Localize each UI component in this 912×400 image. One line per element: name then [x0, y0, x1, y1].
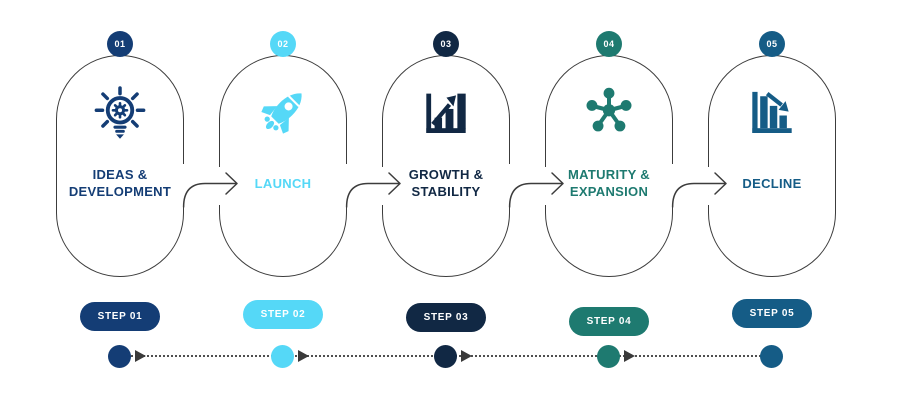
timeline-arrow-icon [298, 350, 309, 362]
declining-bar-chart-icon [744, 84, 800, 140]
timeline-dot [434, 345, 457, 368]
stage-label: MATURITY & EXPANSION [568, 167, 650, 199]
stage-label: DECLINE [742, 175, 802, 191]
stage-column-3: 03 GROWTH & STABILITY STEP 03 [364, 0, 528, 400]
stage-column-1: 01 [38, 0, 202, 400]
step-pill: STEP 05 [732, 299, 812, 328]
step-number-badge: 01 [107, 31, 133, 57]
step-number-badge: 04 [596, 31, 622, 57]
connector-arrow-3-4 [508, 172, 564, 208]
step-number-badge: 03 [433, 31, 459, 57]
stage-column-2: 02 LAUNCH STEP 02 [201, 0, 365, 400]
step-number-badge: 05 [759, 31, 785, 57]
timeline-dot [760, 345, 783, 368]
step-pill: STEP 02 [243, 300, 323, 329]
timeline-arrow-icon [461, 350, 472, 362]
stage-column-4: 04 MATURITY & EXPANSION [527, 0, 691, 400]
step-pill: STEP 03 [406, 303, 486, 332]
timeline-dot [597, 345, 620, 368]
timeline-arrow-icon [624, 350, 635, 362]
stage-label: LAUNCH [254, 175, 312, 191]
stage-column-5: 05 DECLINE STEP 05 [690, 0, 854, 400]
network-nodes-icon [581, 84, 637, 140]
stage-label: IDEAS & DEVELOPMENT [68, 167, 172, 199]
idea-lightbulb-gear-icon [92, 84, 148, 140]
step-pill: STEP 04 [569, 307, 649, 336]
connector-arrow-1-2 [182, 172, 238, 208]
step-number-badge: 02 [270, 31, 296, 57]
timeline-dot [271, 345, 294, 368]
rising-bar-chart-icon [418, 84, 474, 140]
rocket-icon [255, 84, 311, 140]
timeline-dot [108, 345, 131, 368]
connector-arrow-2-3 [345, 172, 401, 208]
timeline-arrow-icon [135, 350, 146, 362]
connector-arrow-4-5 [671, 172, 727, 208]
stage-label: GROWTH & STABILITY [408, 167, 484, 199]
step-pill: STEP 01 [80, 302, 160, 331]
